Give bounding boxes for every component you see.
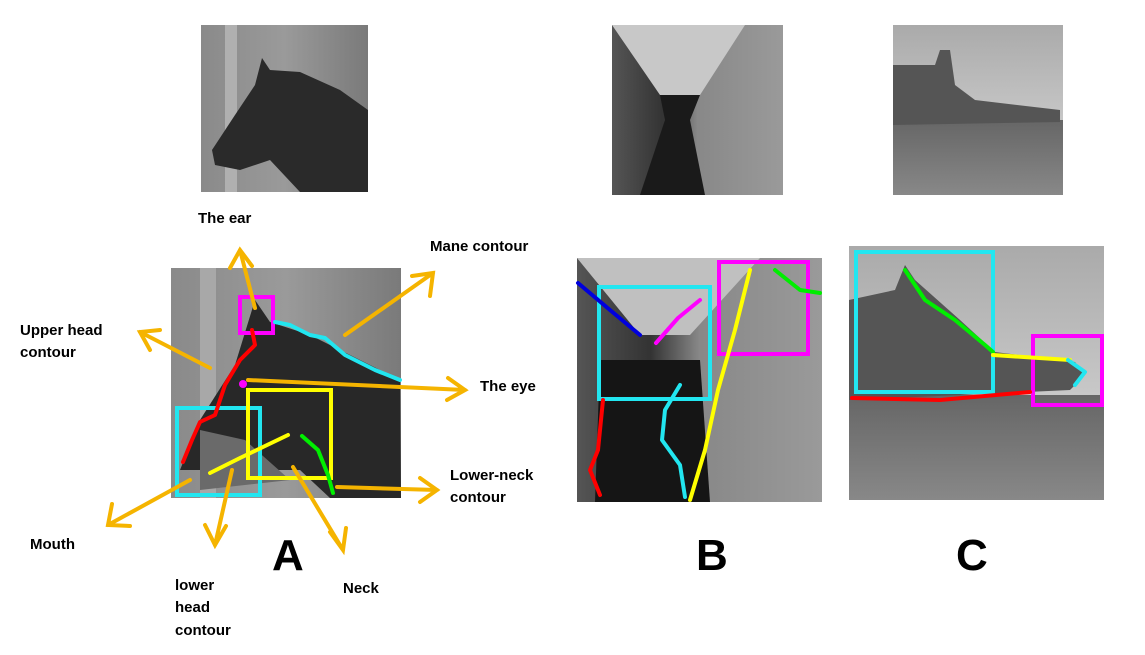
annotation-arrows — [105, 246, 469, 556]
lapel-box — [717, 260, 810, 356]
label-lower-head-3: contour — [175, 622, 231, 639]
ear-box — [238, 295, 275, 335]
knot-box — [597, 285, 712, 401]
lower-head-box — [246, 388, 333, 480]
arrow-lower-head — [203, 468, 234, 550]
lower-head-contour — [208, 433, 290, 475]
arrow-mouth — [105, 478, 192, 528]
arrow-eye — [246, 376, 469, 402]
panel-letter-c: C — [956, 531, 988, 580]
label-lower-head-2: head — [175, 599, 210, 616]
ship-thumbnail — [893, 25, 1063, 195]
label-upper-head-2: contour — [20, 344, 76, 361]
label-mouth: Mouth — [30, 536, 75, 553]
bow-box — [854, 250, 995, 394]
label-lower-head-1: lower — [175, 577, 214, 594]
label-mane: Mane contour — [430, 238, 528, 255]
lapel-contour — [688, 268, 752, 502]
label-neck: Neck — [343, 580, 380, 597]
arrow-neck — [291, 465, 348, 556]
tie-left-contour — [588, 398, 605, 497]
ship-annotated-image — [849, 246, 1104, 500]
tie-annotated-image — [576, 258, 822, 502]
hull-top-contour — [991, 353, 1072, 362]
upper-head-contour — [181, 328, 257, 464]
tie-thumbnail — [612, 25, 783, 195]
arrow-lower-neck — [335, 476, 441, 504]
label-upper-head-1: Upper head — [20, 322, 103, 339]
arrow-upper-head — [136, 328, 212, 370]
panel-letter-a: A — [272, 531, 304, 580]
deck-contour — [903, 268, 995, 354]
label-ear: The ear — [198, 210, 252, 227]
label-lower-neck-1: Lower-neck — [450, 467, 534, 484]
panel-a-labels: The ear Mane contour Upper head contour … — [20, 210, 536, 639]
stern-box — [1031, 334, 1104, 407]
mane-contour — [273, 320, 402, 382]
waterline-contour — [850, 390, 1032, 402]
panel-letter-b: B — [696, 531, 728, 580]
label-lower-neck-2: contour — [450, 489, 506, 506]
collar-left-contour — [576, 281, 642, 337]
collar-right-contour — [654, 298, 702, 345]
arrow-mane — [343, 270, 436, 337]
shoulder-contour — [773, 268, 822, 295]
tie-right-contour — [660, 383, 687, 499]
label-eye: The eye — [480, 378, 536, 395]
stern-contour — [1066, 358, 1087, 387]
eye-dot — [239, 380, 247, 388]
arrow-ear — [228, 246, 257, 310]
horse-thumbnail — [201, 25, 368, 192]
lower-neck-contour — [300, 434, 335, 495]
